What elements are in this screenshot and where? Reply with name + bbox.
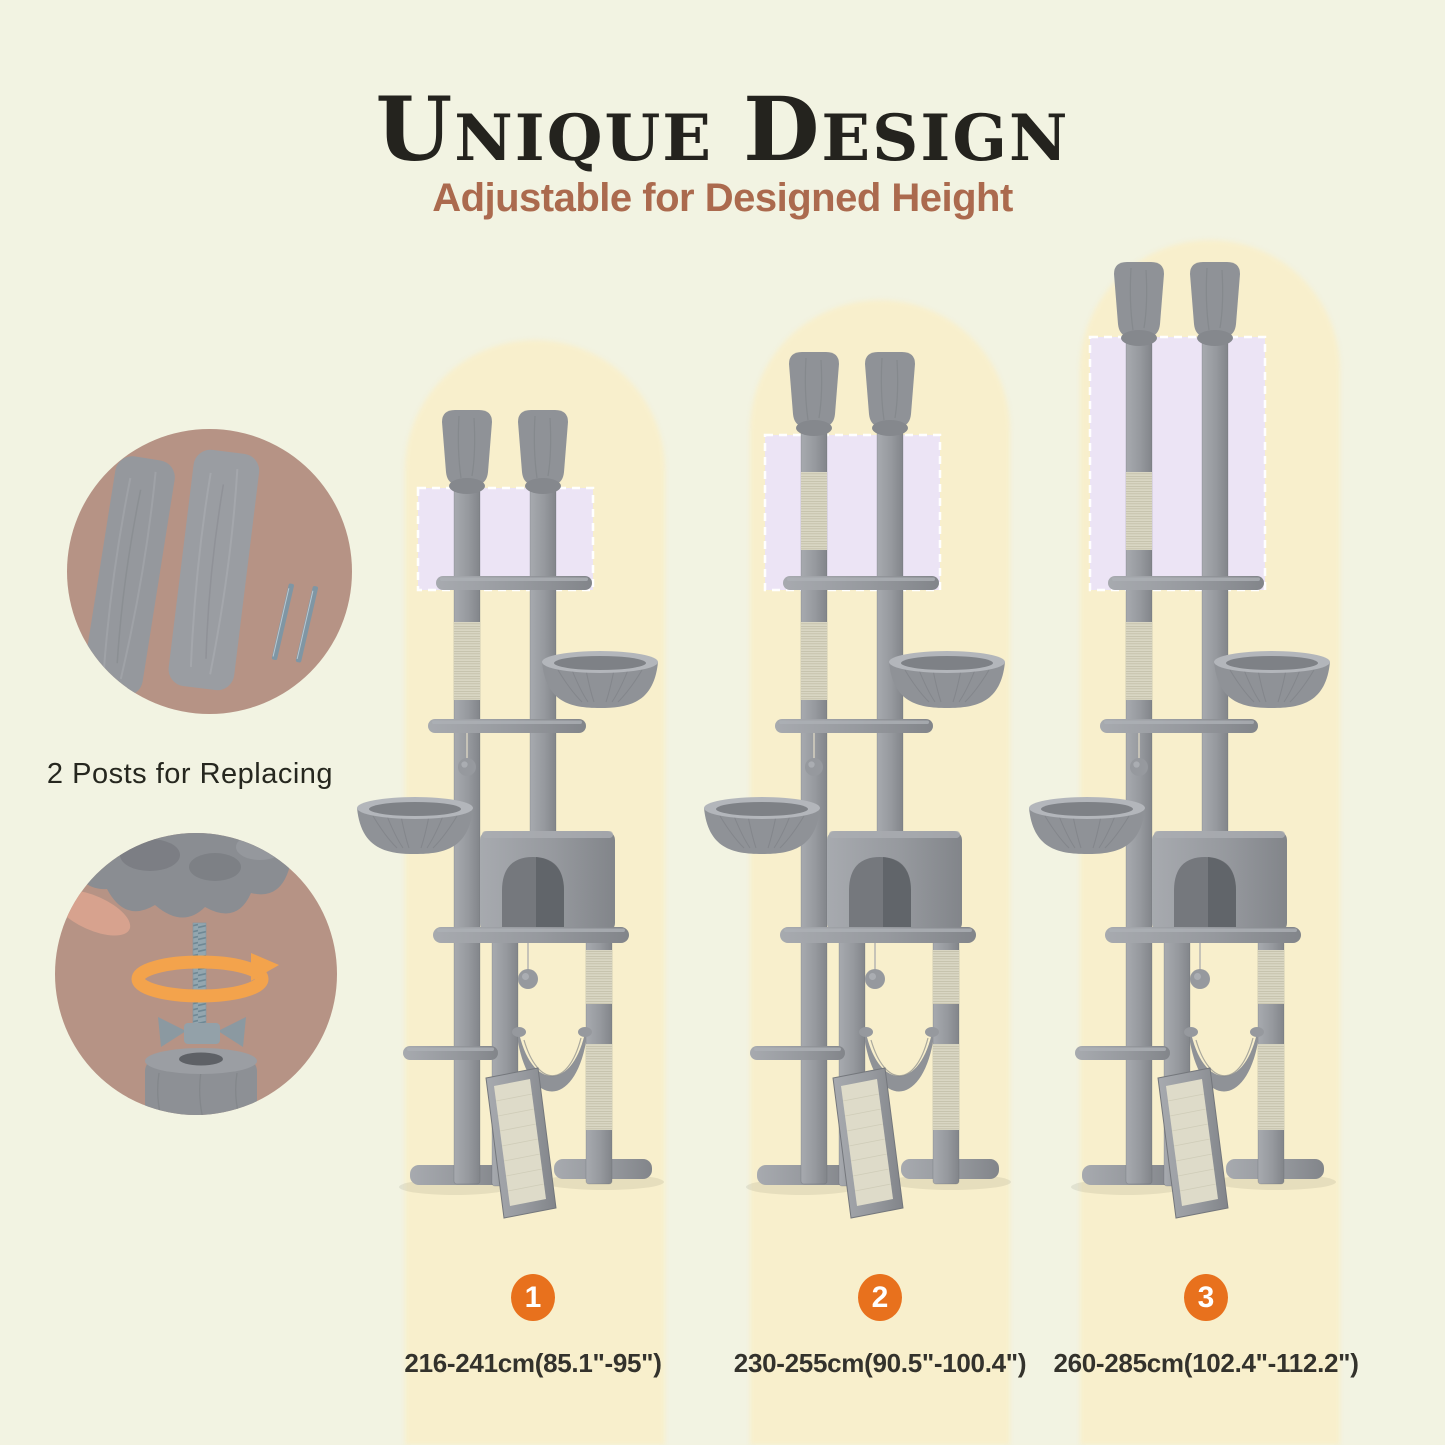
title-word: Design bbox=[743, 85, 1069, 173]
page-subtitle: Adjustable for Designed Height bbox=[432, 176, 1013, 220]
replacement-posts-illustration bbox=[83, 449, 319, 696]
replacement-posts-caption: 2 Posts for Replacing bbox=[46, 758, 334, 790]
variant-2-height-label: 230-255cm(90.5"-100.4") bbox=[733, 1348, 1027, 1378]
variant-3-height-label: 260-285cm(102.4"-112.2") bbox=[1053, 1348, 1359, 1378]
title-word: Unique bbox=[376, 85, 714, 173]
variant-1-height-label: 216-241cm(85.1"-95") bbox=[404, 1348, 662, 1378]
title-rest: nique bbox=[454, 101, 714, 177]
adjusting-mechanism-figure bbox=[55, 833, 337, 1115]
cat-tree-variant-3 bbox=[1029, 262, 1336, 1219]
variant-2-number-badge: 2 bbox=[858, 1274, 902, 1321]
screw-adjust-illustration bbox=[55, 833, 291, 1115]
variant-3-number-badge: 3 bbox=[1184, 1274, 1228, 1321]
replacement-posts-figure bbox=[67, 429, 352, 714]
cat-tree-variant-1 bbox=[357, 410, 664, 1219]
cat-tree-variant-2 bbox=[704, 352, 1011, 1219]
title-rest: esign bbox=[821, 101, 1070, 177]
title-initial: U bbox=[375, 77, 455, 182]
variant-1-number-badge: 1 bbox=[511, 1274, 555, 1321]
page-title: Unique Design bbox=[0, 85, 1445, 173]
title-initial: D bbox=[743, 77, 822, 182]
